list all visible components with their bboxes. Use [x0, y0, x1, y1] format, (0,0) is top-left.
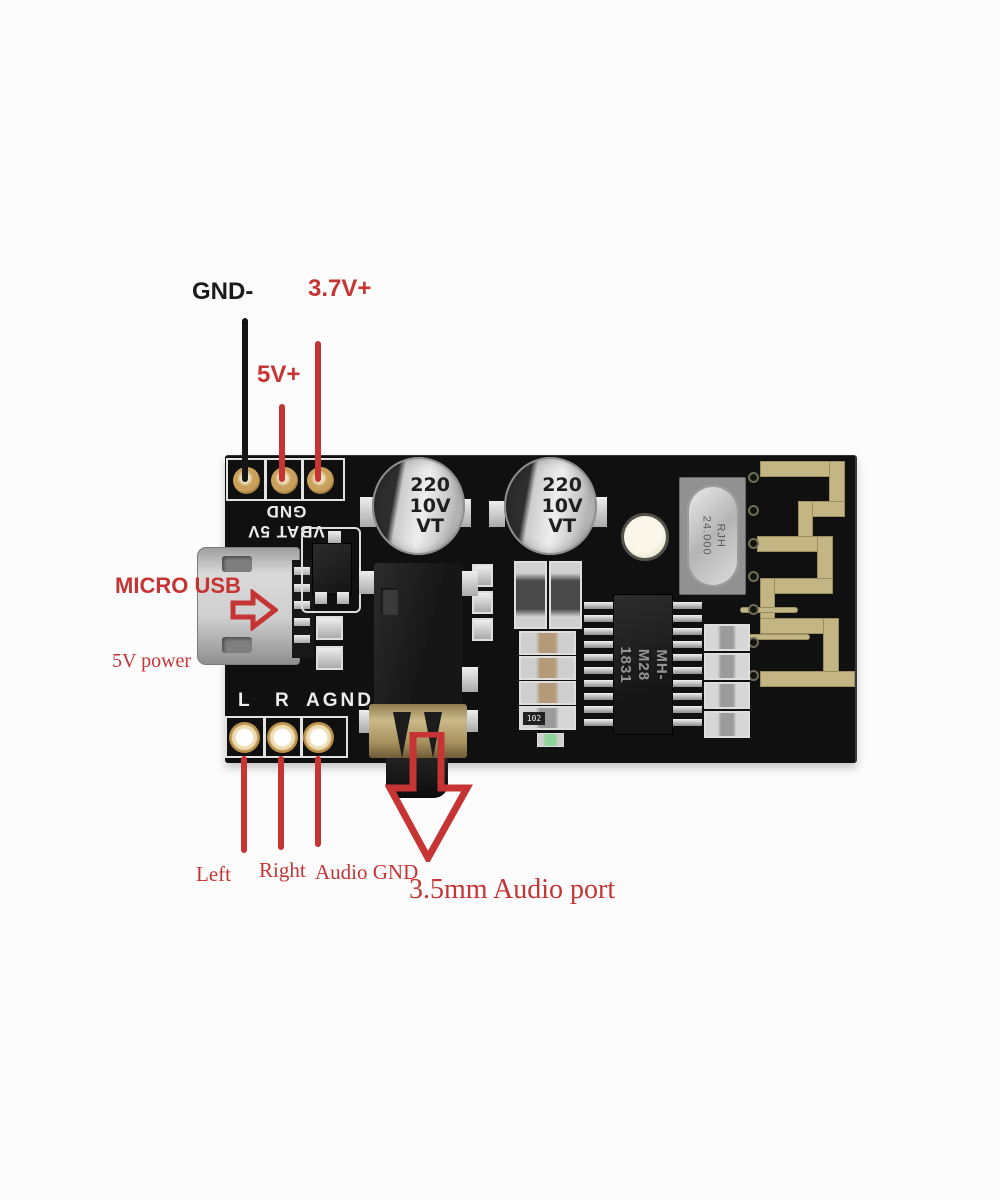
annotation-wire-left — [241, 756, 247, 853]
smd-marking: 102 — [523, 712, 545, 725]
led-green — [537, 733, 564, 747]
pcb-trace — [740, 607, 798, 613]
annotation-right-label: Right — [259, 858, 306, 882]
annotation-wire-37v — [315, 341, 321, 482]
audio-port-arrow — [385, 732, 473, 862]
annotation-left-label: Left — [196, 862, 231, 886]
ic-marking: MH-M28 1831 — [617, 645, 670, 684]
annotation-5v-label: 5V+ — [257, 361, 301, 388]
pad-audio-gnd — [303, 722, 334, 753]
annotation-wire-gnd — [242, 318, 248, 482]
pad-right-channel — [267, 722, 298, 753]
silk-label-agnd: AGND — [306, 690, 374, 711]
annotation-gnd-label: GND- — [192, 278, 254, 305]
annotation-wire-right — [278, 756, 284, 850]
silk-label-right: R — [275, 690, 289, 711]
annotation-wire-5v — [279, 404, 285, 482]
mounting-pad-circle — [621, 513, 669, 561]
annotation-power-label: 5V power — [112, 650, 192, 672]
pad-left-channel — [229, 722, 260, 753]
audio-jack-contact-band — [369, 704, 467, 758]
pcb-trace — [740, 634, 810, 640]
annotation-audio-port-label: 3.5mm Audio port — [409, 874, 616, 905]
annotation-37v-label: 3.7V+ — [308, 275, 372, 302]
capacitor-marking: 220 10V VT — [409, 474, 451, 538]
silk-label-left: L — [238, 690, 250, 711]
audio-jack-body — [374, 563, 462, 709]
annotation-audio-gnd-label: Audio GND — [315, 860, 419, 884]
annotation-wire-agnd — [315, 756, 321, 847]
annotation-micro-usb-label: MICRO USB — [115, 573, 241, 598]
usb-pointer-arrow — [230, 589, 278, 631]
capacitor-marking: 220 10V VT — [541, 474, 583, 538]
crystal-marking: RJH 24.000 — [701, 516, 727, 556]
